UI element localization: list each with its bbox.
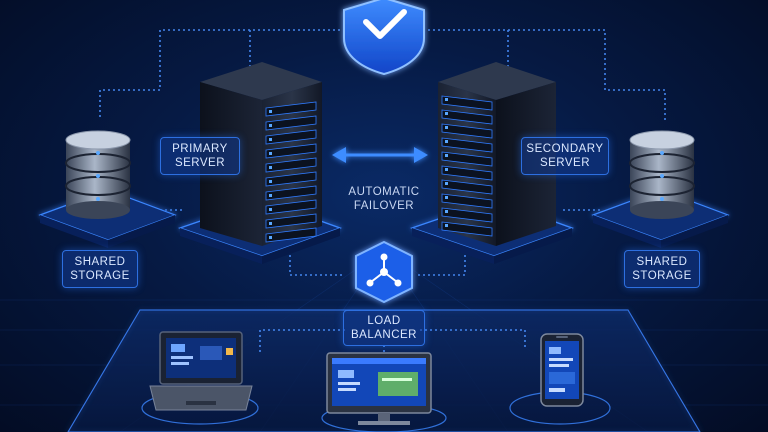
rack-status-led bbox=[445, 182, 448, 185]
left-storage-label-line2: STORAGE bbox=[70, 269, 130, 283]
failover-label: AUTOMATIC FAILOVER bbox=[334, 182, 434, 216]
rack-status-led bbox=[445, 140, 448, 143]
right-storage bbox=[593, 131, 728, 248]
database-icon bbox=[630, 131, 694, 219]
network-hub-icon bbox=[356, 242, 412, 302]
left-storage bbox=[40, 131, 175, 248]
secondary-server-label: SECONDARY SERVER bbox=[521, 137, 609, 175]
primary-server-label-line1: PRIMARY bbox=[172, 142, 228, 156]
rack-status-led bbox=[445, 126, 448, 129]
rack-status-led bbox=[269, 110, 272, 113]
rack-status-led bbox=[445, 98, 448, 101]
load-balancer-label-line2: BALANCER bbox=[351, 328, 417, 342]
load-balancer-label-line1: LOAD bbox=[367, 314, 400, 328]
primary-server-label-line2: SERVER bbox=[175, 156, 225, 170]
rack-status-led bbox=[445, 224, 448, 227]
rack-status-led bbox=[445, 196, 448, 199]
rack-status-led bbox=[269, 138, 272, 141]
rack-status-led bbox=[269, 124, 272, 127]
rack-status-led bbox=[269, 152, 272, 155]
rack-status-led bbox=[445, 210, 448, 213]
rack-status-led bbox=[269, 208, 272, 211]
secondary-server-label-line2: SERVER bbox=[540, 156, 590, 170]
failover-label-line2: FAILOVER bbox=[354, 199, 414, 213]
rack-status-led bbox=[269, 194, 272, 197]
rack-status-led bbox=[269, 236, 272, 239]
right-storage-label: SHARED STORAGE bbox=[624, 250, 700, 288]
laptop-icon bbox=[150, 332, 252, 410]
rack-status-led bbox=[445, 154, 448, 157]
rack-status-led bbox=[269, 180, 272, 183]
primary-server-label: PRIMARY SERVER bbox=[160, 137, 240, 175]
shield-check-icon bbox=[344, 0, 424, 74]
rack-status-led bbox=[269, 222, 272, 225]
failover-label-line1: AUTOMATIC bbox=[348, 185, 419, 199]
database-icon bbox=[66, 131, 130, 219]
rack-status-led bbox=[445, 112, 448, 115]
secondary-server-label-line1: SECONDARY bbox=[526, 142, 603, 156]
double-arrow-icon bbox=[332, 147, 428, 163]
left-storage-label: SHARED STORAGE bbox=[62, 250, 138, 288]
rack-status-led bbox=[445, 168, 448, 171]
load-balancer-label: LOAD BALANCER bbox=[343, 310, 425, 346]
smartphone-icon bbox=[541, 334, 583, 406]
right-storage-label-line2: STORAGE bbox=[632, 269, 692, 283]
rack-status-led bbox=[269, 166, 272, 169]
right-storage-label-line1: SHARED bbox=[637, 255, 688, 269]
left-storage-label-line1: SHARED bbox=[75, 255, 126, 269]
